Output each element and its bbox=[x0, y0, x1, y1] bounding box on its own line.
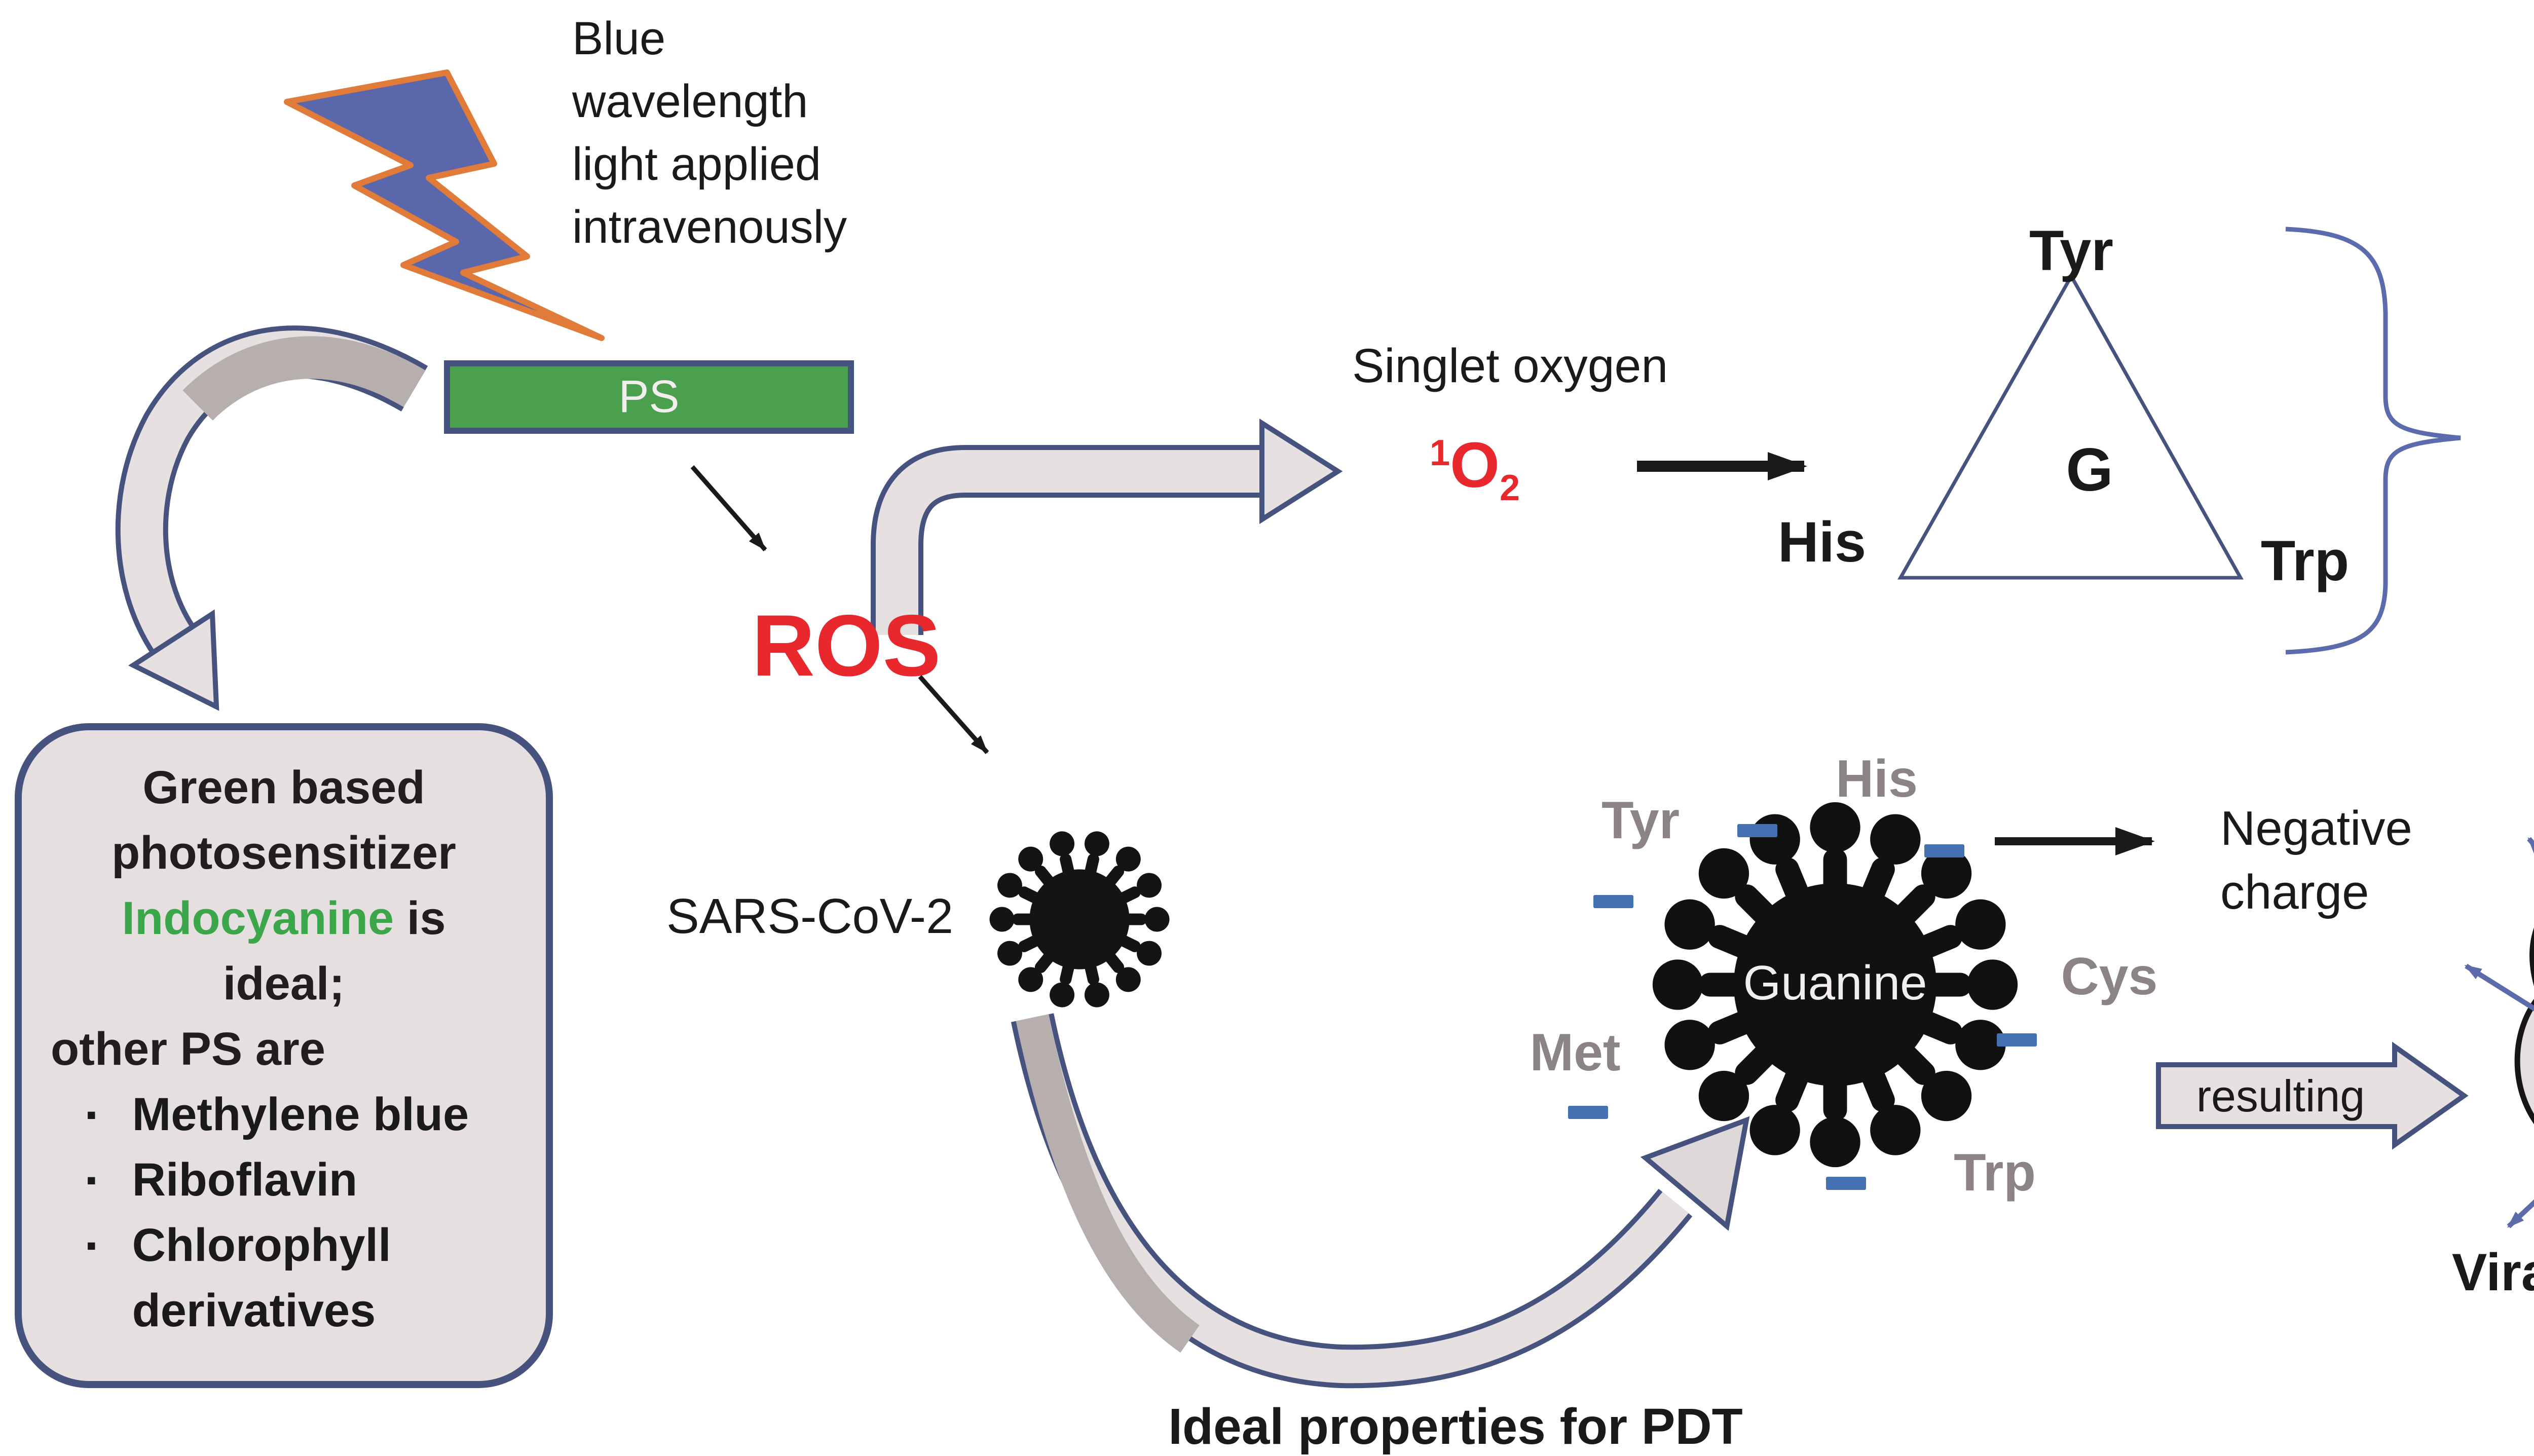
radiating-arrow bbox=[2507, 1199, 2534, 1228]
bullet-label: Methylene blue bbox=[132, 1089, 469, 1140]
bullet-icon: ▪ bbox=[86, 1229, 97, 1262]
blue-light-caption: Blue wavelength light applied intravenou… bbox=[572, 7, 847, 258]
guanine-virus-icon bbox=[1652, 802, 2018, 1168]
singlet-oxygen-title: Singlet oxygen bbox=[1352, 339, 1668, 393]
radiating-arrows bbox=[2464, 837, 2534, 1228]
indocyanine-name: Indocyanine bbox=[122, 892, 394, 944]
negative-charge-dash bbox=[1593, 895, 1633, 908]
negative-charge-dash bbox=[1737, 824, 1777, 837]
resulting-label: resulting bbox=[2196, 1071, 2365, 1121]
ros-to-singlet-arrow bbox=[871, 418, 1343, 635]
ps-bar-label: PS bbox=[618, 371, 680, 422]
residue-label-trp: Trp bbox=[1954, 1143, 2036, 1202]
info-bullet-item: ▪ Riboflavin bbox=[30, 1147, 537, 1213]
info-line-rest: is bbox=[394, 892, 446, 944]
residue-label-his: His bbox=[1836, 750, 1918, 808]
info-line: photosensitizer bbox=[111, 827, 456, 879]
bullet-icon: ▪ bbox=[86, 1098, 97, 1131]
caption-line: light applied bbox=[572, 138, 822, 190]
pdt-curved-arrow bbox=[1011, 1013, 1750, 1389]
blue-light-bolt-icon bbox=[284, 69, 605, 341]
info-line: ideal; bbox=[222, 958, 345, 1010]
curly-brace bbox=[2285, 227, 2461, 655]
ros-to-virus-arrow bbox=[918, 675, 989, 754]
residue-label-tyr: Tyr bbox=[1601, 791, 1680, 850]
negative-charge-dash bbox=[1924, 844, 1964, 857]
radiating-arrow bbox=[2527, 837, 2534, 854]
amino-triangle bbox=[1897, 272, 2244, 580]
triangle-label-trp: Trp bbox=[2260, 529, 2350, 592]
radiating-arrow bbox=[2464, 963, 2534, 1012]
singlet-oxygen-formula: 1O2 bbox=[1363, 428, 1586, 509]
resulting-arrow bbox=[2156, 1041, 2469, 1150]
ps-to-ros-arrow bbox=[690, 465, 767, 551]
bullet-label: Riboflavin bbox=[132, 1154, 358, 1206]
triangle-label-his: His bbox=[1777, 510, 1867, 574]
info-bullet-item: ▪ Methylene blue bbox=[30, 1082, 537, 1147]
ps-to-box-curved-arrow bbox=[115, 325, 428, 711]
ps-info-box-text: Green based photosensitizer Indocyanine … bbox=[30, 755, 537, 1343]
bullet-icon: ▪ bbox=[86, 1164, 97, 1197]
formula-main: O bbox=[1449, 429, 1500, 501]
residue-label-met: Met bbox=[1530, 1023, 1621, 1082]
ps-info-box bbox=[15, 723, 553, 1388]
bullet-label: Chlorophyll derivatives bbox=[132, 1219, 391, 1336]
caption-line: Negative bbox=[2220, 801, 2412, 855]
info-line: Green based bbox=[142, 762, 425, 813]
viral-death-cloud-icon bbox=[2514, 927, 2534, 1125]
negative-charge-dash bbox=[1568, 1106, 1608, 1119]
pdt-caption: Ideal properties for PDT bbox=[1168, 1398, 1743, 1455]
ps-bar bbox=[444, 360, 854, 434]
sars-label: SARS-CoV-2 bbox=[666, 888, 954, 944]
residue-label-cys: Cys bbox=[2061, 947, 2158, 1006]
caption-line: charge bbox=[2220, 865, 2369, 919]
sars-virus-icon bbox=[989, 829, 1170, 1010]
info-bullet-item: ▪ Chlorophyll derivatives bbox=[30, 1213, 537, 1343]
negative-charge-dash bbox=[1826, 1177, 1866, 1190]
info-line: Indocyanine is bbox=[30, 886, 537, 951]
info-line: other PS are bbox=[51, 1023, 325, 1075]
ros-label: ROS bbox=[752, 597, 941, 694]
triangle-label-tyr: Tyr bbox=[2029, 219, 2113, 282]
guanine-label: Guanine bbox=[1743, 956, 1927, 1010]
formula-subscript: 2 bbox=[1500, 468, 1520, 509]
negative-charge-caption: Negative charge bbox=[2220, 797, 2412, 924]
formula-superscript: 1 bbox=[1429, 433, 1450, 473]
viral-inactivation-label: Viral inactivation bbox=[2452, 1243, 2534, 1302]
caption-line: wavelength bbox=[572, 76, 808, 127]
caption-line: Blue bbox=[572, 13, 666, 64]
caption-line: intravenously bbox=[572, 201, 847, 253]
triangle-label-g: G bbox=[2066, 436, 2113, 504]
negative-charge-dash bbox=[1997, 1033, 2037, 1047]
